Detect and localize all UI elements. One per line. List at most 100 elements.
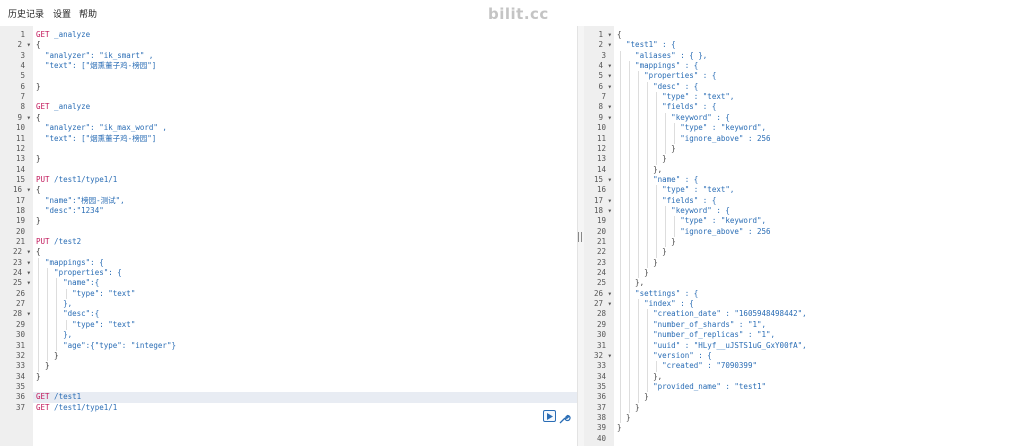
play-icon	[547, 413, 553, 420]
code-line: "analyzer": "ik_max_word" ,	[36, 123, 167, 133]
line-number: 6 ▾	[598, 81, 612, 91]
code-line: {	[36, 247, 41, 257]
code-line: }	[36, 372, 41, 382]
code-line: "type" : "text",	[617, 92, 734, 102]
code-token: "version" : {	[617, 350, 712, 360]
code-line: {	[36, 113, 41, 123]
code-token: {	[36, 247, 41, 257]
code-token: },	[36, 299, 73, 309]
code-token: "text": ["烟熏董子鸡-榜园"]	[36, 61, 157, 71]
menu-help[interactable]: 帮助	[79, 10, 98, 20]
line-number: 35	[15, 381, 25, 391]
line-number: 27	[15, 299, 25, 309]
code-line: "mappings": {	[36, 258, 104, 268]
code-token: GET	[36, 102, 50, 112]
line-number: 31	[15, 340, 25, 350]
code-token: "desc" : {	[617, 81, 699, 91]
menu-settings[interactable]: 设置	[53, 10, 72, 20]
line-number: 12	[596, 143, 606, 153]
code-line: GET _analyze	[36, 102, 90, 112]
code-token: "aliases" : { },	[617, 50, 708, 60]
code-line: GET /test1	[36, 392, 81, 402]
line-number: 18 ▾	[593, 205, 612, 215]
code-token: "test1" : {	[617, 40, 676, 50]
line-number: 5 ▾	[598, 71, 612, 81]
line-number: 3	[20, 50, 25, 60]
code-token: "provided_name" : "test1"	[617, 381, 767, 391]
code-token: }	[36, 371, 41, 381]
line-number: 34	[596, 371, 606, 381]
code-token: "desc":{	[36, 309, 100, 319]
code-line: "ignore_above" : 256	[617, 134, 770, 144]
code-token: "mappings" : {	[617, 61, 699, 71]
code-line: }	[617, 423, 622, 433]
line-number: 18	[15, 205, 25, 215]
code-token: PUT	[36, 237, 50, 246]
resize-handle-icon[interactable]	[578, 232, 582, 242]
line-number: 22	[596, 247, 606, 257]
line-number: 30	[596, 330, 606, 340]
code-line: {	[36, 40, 41, 50]
code-token: "uuid" : "HLyf__uJSTS1uG_GxY00fA",	[617, 340, 807, 350]
request-settings-button[interactable]	[558, 410, 571, 424]
line-number: 29	[596, 319, 606, 329]
code-line: "aliases" : { },	[617, 51, 707, 61]
code-token: _analyze	[49, 102, 91, 112]
code-token: {	[36, 185, 41, 195]
line-number: 20	[15, 226, 25, 236]
code-token: "creation_date" : "1605948498442",	[617, 309, 807, 319]
code-token: "number_of_replicas" : "1",	[617, 330, 776, 340]
code-token: },	[617, 278, 645, 288]
line-number: 38	[596, 412, 606, 422]
line-number: 23 ▾	[12, 257, 31, 267]
code-line: "provided_name" : "test1"	[617, 382, 766, 392]
line-number: 32	[15, 350, 25, 360]
line-number: 8	[20, 102, 25, 112]
line-number: 24 ▾	[12, 268, 31, 278]
line-number: 21	[596, 237, 606, 246]
menu-history[interactable]: 历史记录	[8, 10, 45, 20]
code-token: /test1/type1/1	[49, 402, 118, 412]
run-request-button[interactable]	[543, 410, 556, 422]
line-number: 31	[596, 340, 606, 350]
line-number: 1	[20, 30, 25, 39]
line-number: 2 ▾	[598, 40, 612, 50]
code-token: }	[36, 216, 41, 226]
indent-guide	[620, 50, 621, 424]
code-line: {	[617, 30, 622, 40]
code-line: "index" : {	[617, 299, 694, 309]
code-line: {	[36, 185, 41, 195]
code-line: "settings" : {	[617, 289, 698, 299]
code-token: "desc":"1234"	[36, 205, 104, 215]
indent-guide	[647, 174, 648, 269]
code-line: }	[617, 144, 676, 154]
code-token: }	[617, 247, 667, 257]
indent-guide	[56, 278, 57, 351]
indent-guide	[656, 92, 657, 165]
code-line: "text": ["烟熏董子鸡-榜园"]	[36, 61, 156, 71]
code-token: "number_of_shards" : "1",	[617, 319, 767, 329]
code-token: "age":{"type": "integer"}	[36, 340, 176, 350]
code-token: PUT	[36, 174, 50, 184]
code-token: GET	[36, 402, 50, 412]
code-line: "mappings" : {	[617, 61, 698, 71]
code-token: _analyze	[49, 30, 91, 39]
code-token: GET	[36, 392, 50, 402]
code-line: "type" : "keyword",	[617, 123, 766, 133]
line-number: 37	[15, 402, 25, 412]
line-number: 3	[601, 50, 606, 60]
code-token: }	[617, 268, 649, 278]
indent-guide	[647, 81, 648, 175]
indent-guide	[647, 309, 648, 393]
line-number: 32 ▾	[593, 350, 612, 360]
code-line: },	[617, 165, 662, 175]
code-line: },	[36, 299, 72, 309]
code-line: "ignore_above" : 256	[617, 227, 770, 237]
line-number: 2 ▾	[17, 40, 31, 50]
code-line: "keyword" : {	[617, 206, 730, 216]
line-number: 28	[596, 309, 606, 319]
indent-guide	[629, 61, 630, 289]
code-token: "properties": {	[36, 268, 122, 278]
